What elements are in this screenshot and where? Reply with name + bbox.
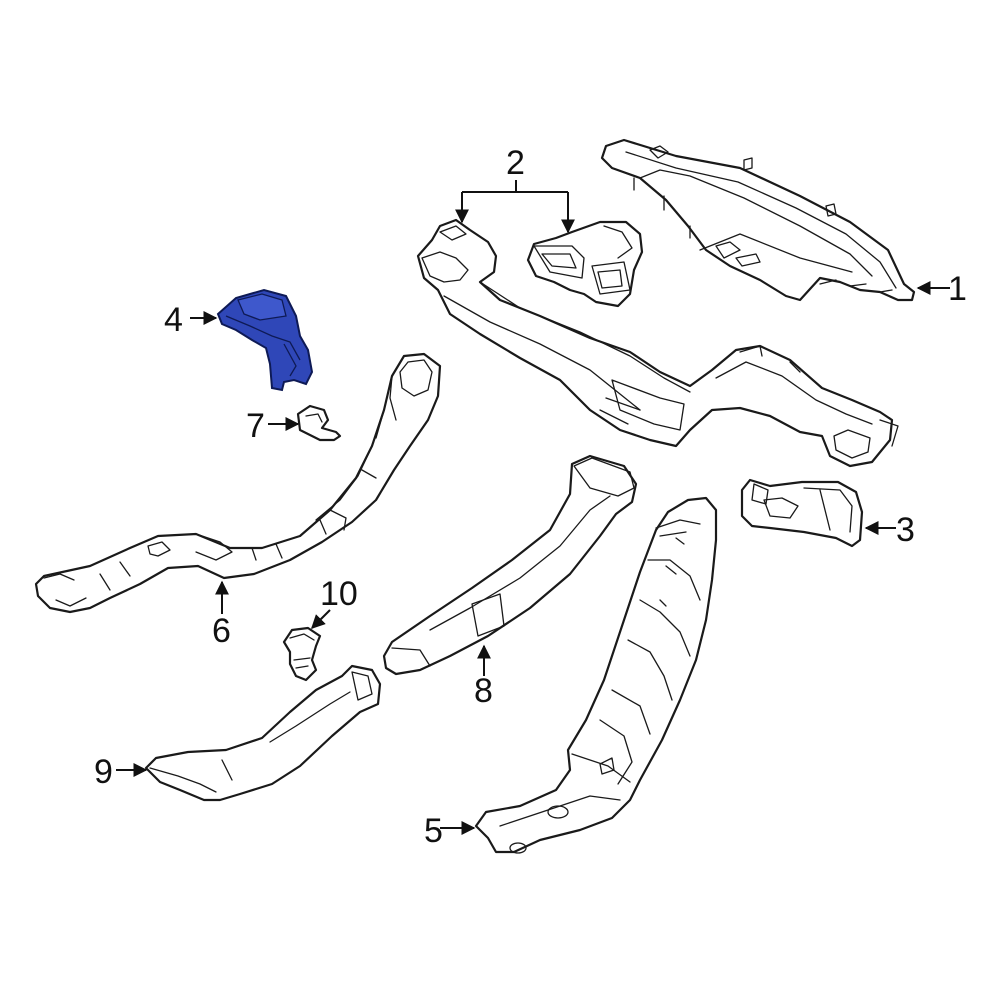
callout-6: 6 (212, 612, 231, 650)
part-1-duct-panel[interactable] (600, 138, 916, 302)
part-9-bottom-duct[interactable] (144, 664, 382, 802)
callout-3: 3 (896, 511, 915, 549)
part-2-main-duct[interactable] (416, 218, 899, 468)
callout-5: 5 (424, 812, 443, 850)
leader-lines (116, 180, 950, 835)
callout-9: 9 (94, 753, 113, 791)
callout-10: 10 (320, 575, 358, 613)
callout-4: 4 (164, 301, 183, 339)
callout-7: 7 (246, 407, 265, 445)
part-3-side-duct[interactable] (740, 478, 864, 548)
part-7-fastener[interactable] (296, 404, 342, 442)
callout-labels: 1 2 3 4 5 6 7 8 9 10 (94, 144, 967, 850)
callout-2: 2 (506, 144, 525, 182)
callout-1: 1 (948, 270, 967, 308)
part-10-clip[interactable] (282, 626, 322, 682)
part-6-left-duct[interactable] (34, 352, 442, 614)
part-8-center-duct[interactable] (382, 454, 638, 676)
part-4-highlighted-duct[interactable] (216, 288, 314, 392)
part-2-vent-outlet[interactable] (526, 220, 644, 308)
part-5-floor-duct[interactable] (474, 496, 718, 854)
callout-8: 8 (474, 672, 493, 710)
